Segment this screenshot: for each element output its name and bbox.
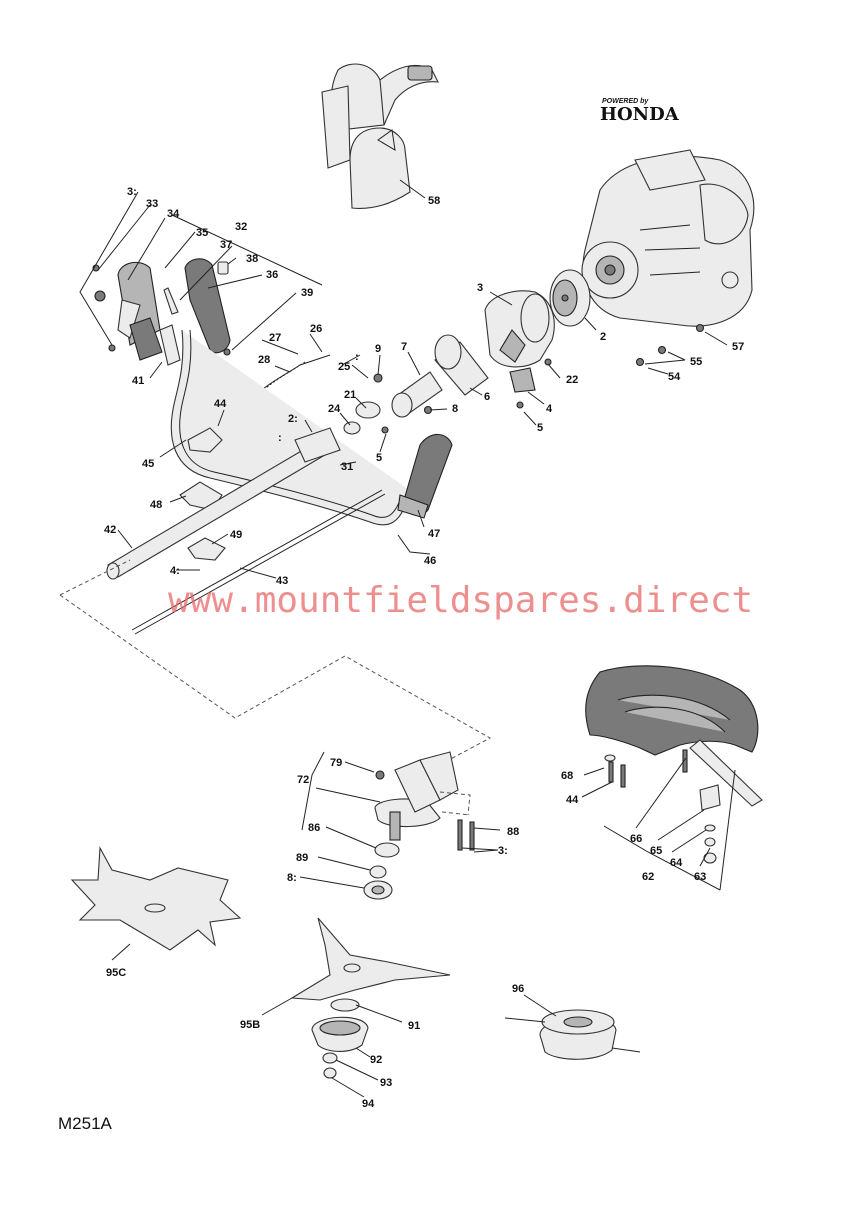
callout-26: 26	[310, 323, 322, 335]
callout-47: 47	[428, 528, 440, 540]
callout-colon-a: :	[355, 351, 359, 363]
callout-57: 57	[732, 341, 744, 353]
harness-part	[321, 63, 439, 209]
callout-86: 86	[308, 822, 320, 834]
callout-49: 49	[230, 529, 242, 541]
callout-31: 31	[341, 461, 353, 473]
callout-91: 91	[408, 1020, 420, 1032]
callout-3: 3	[477, 282, 483, 294]
callout-42: 42	[104, 524, 116, 536]
callout-96: 96	[512, 983, 524, 995]
callout-88: 88	[507, 826, 519, 838]
diagram-code: M251A	[58, 1114, 113, 1133]
callout-65: 65	[650, 845, 662, 857]
callout-58: 58	[428, 195, 440, 207]
small-fasteners	[92, 264, 705, 467]
callout-8: 8	[452, 403, 458, 415]
drive-shaft-part	[131, 489, 386, 635]
front-grip-part	[397, 433, 453, 519]
callout-2: 2	[600, 331, 606, 343]
callout-24: 24	[328, 403, 341, 415]
callout-89: 89	[296, 852, 308, 864]
callout-68: 68	[561, 770, 573, 782]
callout-21: 21	[344, 389, 356, 401]
callout-66: 66	[630, 833, 642, 845]
callout-44-a: 44	[214, 398, 227, 410]
honda-logo: POWERED by HONDA	[600, 98, 680, 125]
callout-39: 39	[301, 287, 313, 299]
callout-79: 79	[330, 757, 342, 769]
bracket-part	[509, 367, 536, 393]
gear-head-part	[374, 751, 475, 851]
engine-part	[581, 149, 755, 327]
callout-4: 4	[546, 403, 553, 415]
callout-3-colon-b: 3:	[498, 845, 508, 857]
callout-3-colon: 3:	[127, 186, 137, 198]
callout-32: 32	[235, 221, 247, 233]
callout-95c: 95C	[106, 967, 126, 979]
callout-48: 48	[150, 499, 162, 511]
callout-8-colon: 8:	[287, 872, 297, 884]
svg-text:HONDA: HONDA	[600, 104, 680, 125]
callout-9: 9	[375, 343, 381, 355]
callout-27: 27	[269, 332, 281, 344]
three-tooth-blade-part	[290, 917, 451, 1001]
callout-36: 36	[266, 269, 278, 281]
callout-colon-b: :	[278, 432, 282, 444]
callout-5-a: 5	[537, 422, 543, 434]
callout-92: 92	[370, 1054, 382, 1066]
leader-lines	[79, 179, 736, 1098]
callout-54: 54	[668, 371, 681, 383]
callout-2-colon: 2:	[288, 413, 298, 425]
watermark-text: www.mountfieldspares.direct	[168, 580, 753, 621]
callout-33: 33	[146, 198, 158, 210]
guard-part	[585, 665, 763, 811]
callout-41: 41	[132, 375, 144, 387]
four-tooth-blade-part	[70, 846, 242, 951]
sleeve-part	[391, 371, 443, 418]
callout-labels: 58 3: 33 34 35 32 37 38 36 39 41 27 26 2…	[104, 186, 744, 1110]
svg-text:POWERED by: POWERED by	[602, 98, 649, 105]
callout-4-colon: 4:	[170, 565, 180, 577]
coupling-part	[434, 334, 489, 396]
callout-7: 7	[401, 341, 407, 353]
callout-63: 63	[694, 871, 706, 883]
callout-95b: 95B	[240, 1019, 260, 1031]
callout-44-b: 44	[566, 794, 579, 806]
clutch-housing-part	[484, 290, 555, 368]
callout-22: 22	[566, 374, 578, 386]
callout-25: 25	[338, 361, 350, 373]
callout-45: 45	[142, 458, 154, 470]
callout-28: 28	[258, 354, 270, 366]
blade-cup-part	[311, 998, 369, 1079]
callout-55: 55	[690, 356, 702, 368]
callout-38: 38	[246, 253, 258, 265]
loop-handle-part	[170, 329, 413, 526]
guard-fasteners	[604, 749, 717, 864]
callout-5-b: 5	[376, 452, 382, 464]
callout-64: 64	[670, 857, 683, 869]
callout-37: 37	[220, 239, 232, 251]
trimmer-head-part	[504, 1009, 641, 1060]
callout-62: 62	[642, 871, 654, 883]
callout-6: 6	[484, 391, 490, 403]
callout-46: 46	[424, 555, 436, 567]
callout-94: 94	[362, 1098, 375, 1110]
callout-72: 72	[297, 774, 309, 786]
callout-43: 43	[276, 575, 288, 587]
washer-part	[363, 842, 400, 900]
drive-tube-part	[106, 427, 341, 580]
throttle-handle-part	[117, 261, 229, 366]
callout-34: 34	[167, 208, 180, 220]
clutch-drum-part	[549, 269, 591, 327]
callout-93: 93	[380, 1077, 392, 1089]
assembly-outline	[59, 559, 492, 771]
callout-35: 35	[196, 227, 208, 239]
